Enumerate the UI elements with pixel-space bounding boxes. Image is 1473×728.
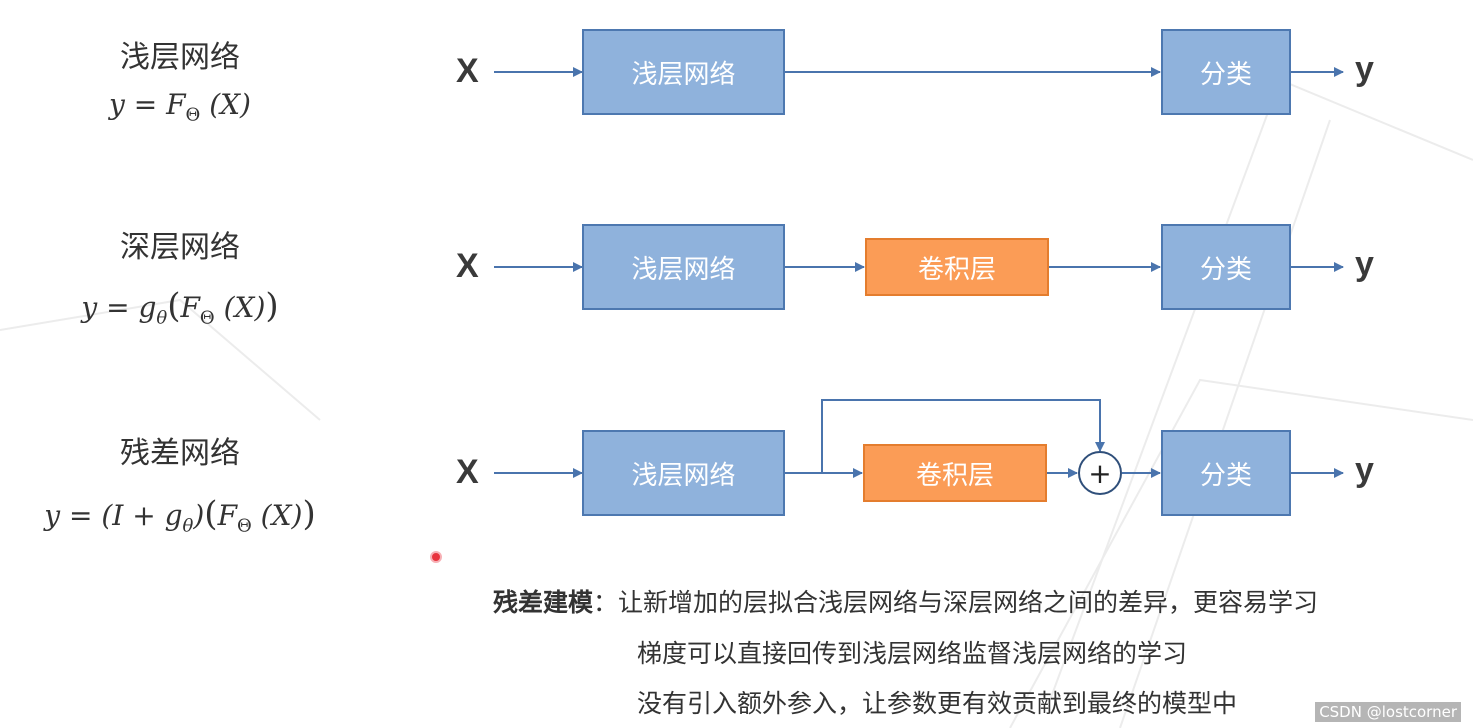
shallow-net-title: 浅层网络: [120, 40, 240, 75]
note-line-2: 梯度可以直接回传到浅层网络监督浅层网络的学习: [637, 639, 1188, 668]
shallow-net-block-row3: 浅层网络: [582, 430, 785, 516]
shallow-net-block-row1: 浅层网络: [582, 29, 785, 115]
residual-net-formula: y = (I + gθ)(FΘ (X)): [44, 494, 316, 537]
classify-block-row1: 分类: [1161, 29, 1291, 115]
output-y-row3: y: [1355, 451, 1374, 489]
input-x-row2: X: [456, 247, 479, 285]
input-x-row3: X: [456, 453, 479, 491]
output-y-row1: y: [1355, 50, 1374, 88]
skip-connection-arrow: [821, 399, 1105, 473]
conv-layer-block-row3: 卷积层: [863, 444, 1047, 502]
shallow-net-formula: y = FΘ (X): [109, 88, 251, 126]
cursor-dot: [430, 551, 442, 563]
input-x-row1: X: [456, 52, 479, 90]
note-line-3: 没有引入额外参入，让参数更有效贡献到最终的模型中: [637, 689, 1238, 718]
sum-node-circle: [1078, 451, 1122, 495]
deep-net-title: 深层网络: [120, 230, 240, 265]
residual-net-title: 残差网络: [120, 436, 240, 471]
note-line-1: 残差建模：让新增加的层拟合浅层网络与深层网络之间的差异，更容易学习: [493, 583, 1318, 619]
classify-block-row3: 分类: [1161, 430, 1291, 516]
deep-net-formula: y = gθ(FΘ (X)): [81, 286, 279, 329]
classify-block-row2: 分类: [1161, 224, 1291, 310]
watermark-credit: CSDN @lostcorner: [1315, 702, 1461, 722]
shallow-net-block-row2: 浅层网络: [582, 224, 785, 310]
output-y-row2: y: [1355, 245, 1374, 283]
note-heading: 残差建模: [493, 588, 594, 617]
sum-node-symbol: +: [1088, 456, 1112, 490]
note-colon: ：: [593, 588, 619, 617]
note-text-1: 让新增加的层拟合浅层网络与深层网络之间的差异，更容易学习: [618, 588, 1319, 617]
conv-layer-block-row2: 卷积层: [865, 238, 1049, 296]
